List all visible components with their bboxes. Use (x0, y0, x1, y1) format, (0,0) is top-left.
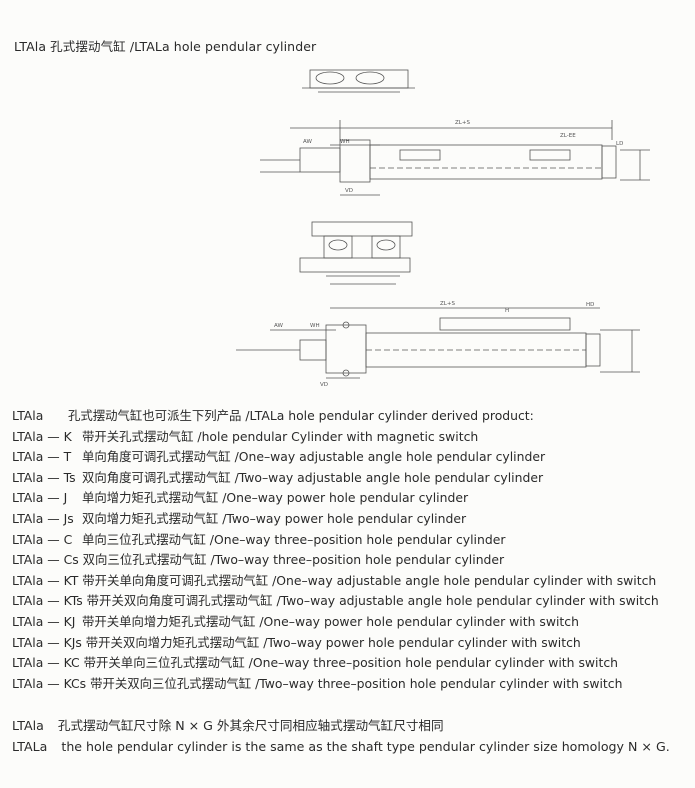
list-item: LTAla — Ts 双向角度可调孔式摆动气缸 /Two–way adjusta… (12, 468, 659, 489)
technical-drawing: ZL+S ZL-EE AW WH VD LD ZL+S HD AW WH VD … (236, 69, 650, 388)
product-code: LTAla — C (12, 531, 73, 547)
list-item: LTAla — KT 带开关单向角度可调孔式摆动气缸 /One–way adju… (12, 571, 659, 592)
product-description: 带开关单向增力矩孔式摆动气缸 /One–way power hole pendu… (81, 613, 579, 629)
product-description: 双向增力矩孔式摆动气缸 /Two–way power hole pendular… (81, 510, 467, 526)
dim-label: AW (274, 323, 283, 329)
note-line-en: LTALa the hole pendular cylinder is the … (12, 736, 670, 757)
dim-label: HD (586, 302, 594, 308)
product-description: 孔式摆动气缸也可派生下列产品 /LTALa hole pendular cyli… (67, 408, 534, 423)
list-item: LTAla — KC 带开关单向三位孔式摆动气缸 /One–way three–… (12, 653, 659, 674)
product-description: 带开关单向三位孔式摆动气缸 /One–way three–position ho… (83, 655, 618, 671)
product-code: LTAla — KC (12, 655, 80, 671)
product-description: 带开关双向增力矩孔式摆动气缸 /Two–way power hole pendu… (85, 634, 581, 650)
product-code: LTAla — KTs (12, 593, 83, 609)
dim-label: AW (303, 139, 312, 145)
list-item: LTAla — Cs 双向三位孔式摆动气缸 /Two–way three–pos… (12, 550, 659, 571)
side-view-drawing-2 (236, 307, 640, 379)
product-code: LTAla — J (12, 490, 68, 506)
dim-label: LD (616, 141, 623, 147)
product-code: LTAla — KCs (12, 675, 87, 691)
product-code: LTAla (12, 408, 44, 423)
product-description: 双向三位孔式摆动气缸 /Two–way three–position hole … (82, 552, 505, 568)
dim-label: H (505, 308, 509, 314)
product-code: LTAla — KJ (12, 613, 76, 629)
list-item: LTAla — J 单向增力矩孔式摆动气缸 /One–way power hol… (12, 488, 659, 509)
page-title: LTAla 孔式摆动气缸 /LTALa hole pendular cylind… (14, 39, 317, 54)
product-description: 单向增力矩孔式摆动气缸 /One–way power hole pendular… (81, 490, 469, 506)
dim-label: VD (345, 188, 353, 194)
size-note: LTAla 孔式摆动气缸尺寸除 N × G 外其余尺寸同相应轴式摆动气缸尺寸相同… (12, 715, 670, 757)
dim-label: WH (340, 139, 350, 145)
dim-label: ZL-EE (560, 133, 576, 139)
product-code: LTAla — K (12, 428, 72, 444)
dim-label: ZL+S (440, 301, 455, 307)
note-text: 孔式摆动气缸尺寸除 N × G 外其余尺寸同相应轴式摆动气缸尺寸相同 (57, 718, 444, 733)
note-code: LTAla (12, 718, 44, 733)
product-code: LTAla — T (12, 449, 72, 465)
product-code: LTAla — Cs (12, 552, 79, 568)
product-description: 带开关双向三位孔式摆动气缸 /Two–way three–position ho… (90, 675, 623, 691)
product-code: LTAla — Ts (12, 469, 76, 485)
dim-label: WH (310, 323, 320, 329)
derived-products-list: LTAla 孔式摆动气缸也可派生下列产品 /LTALa hole pendula… (12, 406, 659, 694)
dim-label: VD (320, 382, 328, 388)
list-item: LTAla — KTs 带开关双向角度可调孔式摆动气缸 /Two–way adj… (12, 591, 659, 612)
product-code: LTAla — Js (12, 510, 74, 526)
product-code: LTAla — KJs (12, 634, 82, 650)
product-description: 带开关孔式摆动气缸 /hole pendular Cylinder with m… (81, 428, 479, 444)
product-description: 单向三位孔式摆动气缸 /One–way three–position hole … (81, 531, 506, 547)
product-code: LTAla — KT (12, 572, 79, 588)
side-view-drawing-1 (260, 120, 650, 196)
list-item: LTAla — KJs 带开关双向增力矩孔式摆动气缸 /Two–way powe… (12, 633, 659, 654)
product-description: 双向角度可调孔式摆动气缸 /Two–way adjustable angle h… (81, 469, 544, 485)
derived-heading: LTAla 孔式摆动气缸也可派生下列产品 /LTALa hole pendula… (12, 406, 659, 427)
product-description: 单向角度可调孔式摆动气缸 /One–way adjustable angle h… (81, 449, 546, 465)
front-view-drawing (299, 221, 413, 285)
product-description: 带开关双向角度可调孔式摆动气缸 /Two–way adjustable angl… (86, 593, 659, 609)
note-line-cn: LTAla 孔式摆动气缸尺寸除 N × G 外其余尺寸同相应轴式摆动气缸尺寸相同 (12, 715, 670, 736)
note-text: the hole pendular cylinder is the same a… (61, 739, 670, 754)
dim-label: ZL+S (455, 120, 470, 126)
list-item: LTAla — Js 双向增力矩孔式摆动气缸 /Two–way power ho… (12, 509, 659, 530)
list-item: LTAla — T 单向角度可调孔式摆动气缸 /One–way adjustab… (12, 447, 659, 468)
list-item: LTAla — C 单向三位孔式摆动气缸 /One–way three–posi… (12, 530, 659, 551)
list-item: LTAla — KCs 带开关双向三位孔式摆动气缸 /Two–way three… (12, 674, 659, 695)
list-item: LTAla — KJ 带开关单向增力矩孔式摆动气缸 /One–way power… (12, 612, 659, 633)
product-description: 带开关单向角度可调孔式摆动气缸 /One–way adjustable angl… (82, 572, 657, 588)
note-code: LTALa (12, 739, 48, 754)
list-item: LTAla — K 带开关孔式摆动气缸 /hole pendular Cylin… (12, 427, 659, 448)
top-view-drawing (302, 69, 415, 93)
